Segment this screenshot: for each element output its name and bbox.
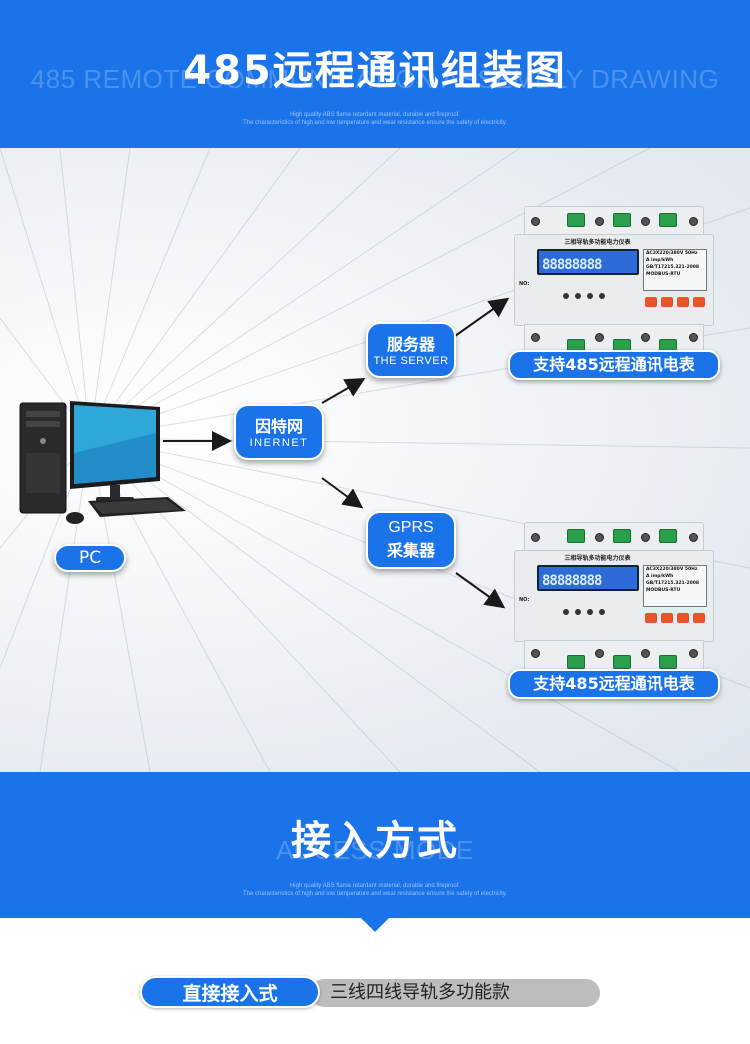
meter-2: 三相导轨多功能电力仪表 88888888 AC3X220/380V 50Hz A… bbox=[514, 522, 714, 682]
section-title: 接入方式 bbox=[291, 818, 459, 864]
meter-spec-2: A imp/kWh bbox=[646, 574, 674, 579]
arrow-internet-server bbox=[321, 378, 366, 404]
meter-2-caption: 支持485远程通讯电表 bbox=[508, 669, 720, 699]
access-product-label: 三线四线导轨多功能款 bbox=[310, 979, 600, 1007]
header-band: 485 REMOTE COMMUNICATION ASSEMBLY DRAWIN… bbox=[0, 0, 750, 148]
page-title: 485远程通讯组装图 bbox=[183, 48, 567, 94]
section-notch bbox=[361, 918, 389, 932]
section-note-2: The characteristics of high and low temp… bbox=[242, 891, 508, 897]
server-label: 服务器 bbox=[386, 335, 435, 354]
section-subtitle: ACCESS MODE bbox=[276, 835, 474, 865]
gprs-label-2: 采集器 bbox=[386, 541, 435, 560]
meter-spec-3: GB/T17215.321-2008 bbox=[646, 265, 699, 270]
server-node: 服务器 THE SERVER bbox=[366, 322, 456, 378]
meter-spec-4: MODBUS-RTU bbox=[646, 588, 681, 593]
internet-label-en: INERNET bbox=[249, 437, 309, 449]
meter-spec-2: A imp/kWh bbox=[646, 258, 674, 263]
meter-spec-1: AC3X220/380V 50Hz bbox=[646, 567, 698, 572]
meter-button-left[interactable] bbox=[645, 297, 657, 307]
pc-illustration bbox=[19, 401, 186, 524]
meter-name: 三相导轨多功能电力仪表 bbox=[564, 239, 631, 246]
meter-button-right[interactable] bbox=[661, 613, 673, 623]
gprs-label-1: GPRS bbox=[388, 519, 434, 536]
meter-no: NO: bbox=[519, 281, 530, 287]
meter-spec: AC3X220/380V 50Hz A imp/kWh GB/T17215.32… bbox=[643, 249, 707, 291]
meter-body: 三相导轨多功能电力仪表 88888888 AC3X220/380V 50Hz A… bbox=[514, 550, 714, 642]
section-band: ACCESS MODE 接入方式 High quality ABS flame … bbox=[0, 772, 750, 918]
meter-spec-4: MODBUS-RTU bbox=[646, 272, 681, 277]
meter-button-menu[interactable] bbox=[677, 297, 689, 307]
meter-body: 三相导轨多功能电力仪表 88888888 AC3X220/380V 50Hz A… bbox=[514, 234, 714, 326]
meter-1: 三相导轨多功能电力仪表 88888888 AC3X220/380V 50Hz A… bbox=[514, 206, 714, 366]
arrow-internet-gprs bbox=[321, 477, 364, 509]
access-mode-label: 直接接入式 bbox=[140, 976, 320, 1008]
meter-digits: 88888888 bbox=[542, 257, 602, 273]
meter-button-enter[interactable] bbox=[693, 613, 705, 623]
header-notes: High quality ABS flame retardant materia… bbox=[0, 111, 750, 127]
pc-label-text: PC bbox=[78, 548, 102, 568]
connection-arrows bbox=[163, 297, 510, 609]
internet-node: 因特网 INERNET bbox=[234, 404, 324, 460]
meter-spec: AC3X220/380V 50Hz A imp/kWh GB/T17215.32… bbox=[643, 565, 707, 607]
meter-top-terminals bbox=[524, 522, 704, 552]
meter-button-right[interactable] bbox=[661, 297, 673, 307]
internet-label: 因特网 bbox=[254, 417, 303, 436]
meter-lcd: 88888888 bbox=[537, 249, 639, 275]
header-note-2: The characteristics of high and low temp… bbox=[242, 120, 508, 126]
meter-1-caption: 支持485远程通讯电表 bbox=[508, 350, 720, 380]
meter-top-terminals bbox=[524, 206, 704, 236]
meter-button-menu[interactable] bbox=[677, 613, 689, 623]
meter-no: NO: bbox=[519, 597, 530, 603]
network-diagram: PC 因特网 INERNET 服务器 THE SERVER bbox=[0, 148, 750, 772]
arrow-gprs-meter bbox=[455, 572, 506, 609]
meter-spec-1: AC3X220/380V 50Hz bbox=[646, 251, 698, 256]
meter-button-enter[interactable] bbox=[693, 297, 705, 307]
header-note-1: High quality ABS flame retardant materia… bbox=[289, 112, 461, 118]
arrow-server-meter bbox=[454, 297, 510, 337]
meter-spec-3: GB/T17215.321-2008 bbox=[646, 581, 699, 586]
gprs-node: GPRS 采集器 bbox=[366, 511, 456, 569]
meter-name: 三相导轨多功能电力仪表 bbox=[564, 555, 631, 562]
meter-digits: 88888888 bbox=[542, 573, 602, 589]
section-notes: High quality ABS flame retardant materia… bbox=[0, 882, 750, 898]
server-label-en: THE SERVER bbox=[373, 355, 449, 367]
meter-button-left[interactable] bbox=[645, 613, 657, 623]
meter-lcd: 88888888 bbox=[537, 565, 639, 591]
section-note-1: High quality ABS flame retardant materia… bbox=[289, 883, 461, 889]
header-subtitle: 485 REMOTE COMMUNICATION ASSEMBLY DRAWIN… bbox=[30, 64, 720, 94]
pc-label: PC bbox=[54, 544, 126, 572]
